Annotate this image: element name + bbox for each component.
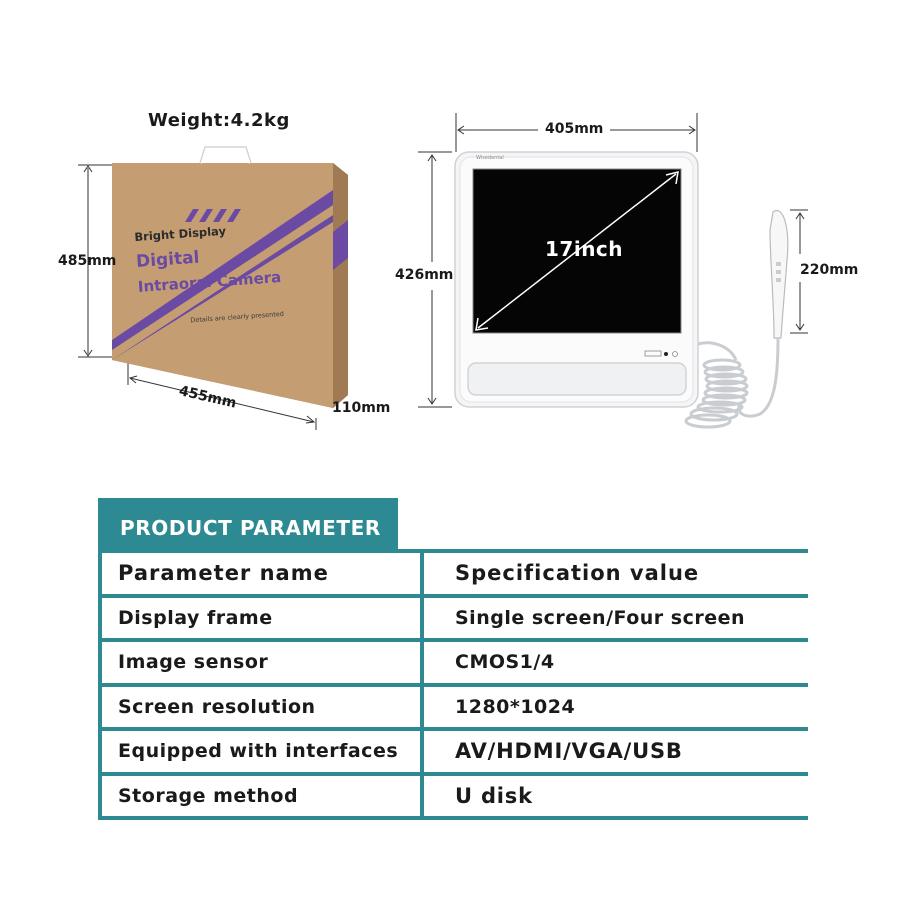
monitor-control-buttons (644, 350, 678, 357)
screen-size-label: 17inch (545, 237, 624, 261)
camera-handpiece (769, 209, 789, 339)
monitor-width-label: 405mm (545, 121, 604, 137)
row-value-image-sensor: CMOS1/4 (424, 642, 808, 683)
monitor (454, 151, 699, 408)
box-print-line1: Bright Display (133, 223, 227, 245)
box-print-line2: Digital (135, 247, 201, 272)
monitor-brand: Wisedental (476, 155, 504, 161)
monitor-dimension-lines (418, 113, 808, 408)
box-height-label: 485mm (58, 253, 117, 269)
weight-label: Weight:4.2kg (148, 110, 290, 131)
row-value-screen-resolution: 1280*1024 (424, 686, 808, 727)
box-print-line4: Details are clearly presented (190, 309, 285, 325)
table-header-name: Parameter name (102, 553, 420, 594)
coiled-cable (684, 337, 780, 429)
handpiece-length-label: 220mm (800, 262, 859, 278)
row-name-storage-method: Storage method (102, 775, 420, 816)
row-name-image-sensor: Image sensor (102, 642, 420, 683)
row-name-screen-resolution: Screen resolution (102, 686, 420, 727)
parameter-table: Parameter name Specification value Displ… (98, 549, 808, 820)
box-print: Bright Display Digital Intraoral Camera … (120, 186, 370, 352)
box-print-line3: Intraoral Camera (137, 267, 282, 296)
row-value-storage-method: U disk (424, 775, 808, 816)
product-illustration (78, 113, 808, 430)
row-name-display-frame: Display frame (102, 597, 420, 638)
box-stripe-marks (185, 209, 241, 222)
row-name-interfaces: Equipped with interfaces (102, 731, 420, 772)
monitor-height-label: 426mm (395, 267, 454, 283)
box-depth-label: 110mm (332, 400, 391, 416)
row-value-display-frame: Single screen/Four screen (424, 597, 808, 638)
table-header-value: Specification value (424, 553, 808, 594)
packaging-box (112, 145, 348, 408)
product-parameter-title: PRODUCT PARAMETER (98, 498, 398, 550)
row-value-interfaces: AV/HDMI/VGA/USB (424, 731, 808, 772)
